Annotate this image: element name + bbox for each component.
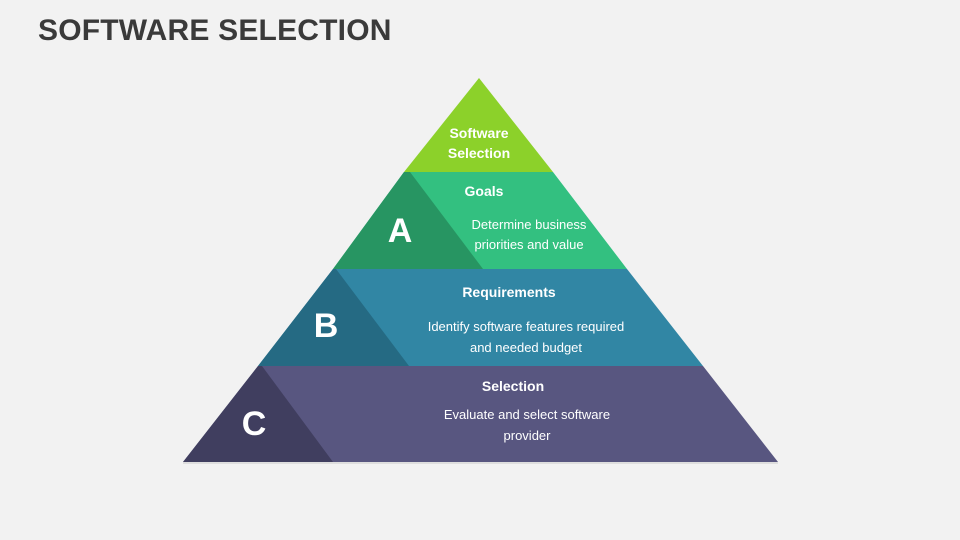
level-c-desc-line2: provider <box>504 428 552 443</box>
level-b-desc-line2: and needed budget <box>470 340 582 355</box>
level-b-desc-line1: Identify software features required <box>428 319 625 334</box>
apex-label-line1: Software <box>449 125 508 141</box>
page-title: SOFTWARE SELECTION <box>38 14 392 47</box>
level-c-heading: Selection <box>482 378 544 394</box>
level-c-band <box>183 366 778 462</box>
level-a-letter: A <box>388 212 413 250</box>
level-a: A Goals Determine business priorities an… <box>333 172 627 269</box>
level-c-desc-line1: Evaluate and select software <box>444 407 610 422</box>
level-b-letter: B <box>314 307 339 345</box>
apex-triangle <box>404 78 553 172</box>
level-c: C Selection Evaluate and select software… <box>183 366 778 462</box>
level-a-dark-tab <box>333 172 483 269</box>
level-a-heading: Goals <box>465 183 504 199</box>
level-b-heading: Requirements <box>462 284 556 300</box>
level-b: B Requirements Identify software feature… <box>258 269 703 366</box>
level-a-desc-line2: priorities and value <box>474 237 583 252</box>
level-c-letter: C <box>242 405 267 443</box>
level-a-desc-line1: Determine business <box>472 217 587 232</box>
apex-label-line2: Selection <box>448 145 510 161</box>
level-c-dark-tab <box>183 366 333 462</box>
level-b-dark-tab <box>258 269 409 366</box>
